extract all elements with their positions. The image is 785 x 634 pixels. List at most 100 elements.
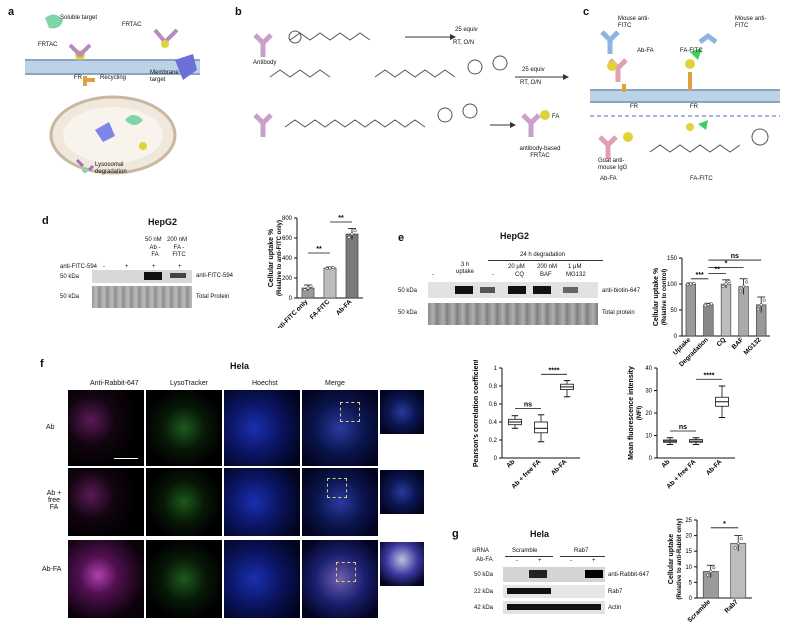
c-mouse-label-2: Mouse anti-FITC [735,16,767,29]
g-chart-ytick-label-3: 15 [685,549,692,555]
d-chart-point-1-1 [328,266,332,270]
f-img-abfa-zoom [380,542,424,586]
a-lyso-label: Lysosomal degradation [95,162,127,175]
g-sign-3: + [592,558,596,564]
e-band2: Total protein [602,310,635,316]
e-chart-point-2-0 [721,284,725,289]
g-scramble: Scramble [512,548,538,554]
d-chart-point-1-0 [325,267,329,271]
e-drug-0: CQ [515,272,524,278]
c-fr-label-2: FR [690,104,698,110]
d-chart-ytick-label-4: 800 [282,216,293,222]
f-chart2-ytick-label-0: 0 [649,456,653,462]
f-zoom-box-2 [336,562,356,582]
f-chart1-ytick-label-3: 0.6 [489,402,498,408]
e-chart-point-4-1 [759,303,763,307]
e-sig-1: ** [714,267,720,274]
g-chart-ytick-label-4: 20 [685,534,692,540]
e-deg-line [488,260,603,261]
panel-f-letter: f [40,358,44,370]
d-chart-point-1-2 [331,265,335,269]
d-chart-ytick-label-3: 600 [282,236,293,242]
g-blot-actin [503,601,605,614]
e-band1: anti-biotin-647 [602,288,641,294]
f-chart1-sig-0: ns [524,402,532,409]
g-band-1: Rab7 [608,589,623,595]
d-sig-0: ** [316,246,322,253]
c-mouse-label-1: Mouse anti-FITC [618,16,650,29]
panel-d-letter: d [42,215,49,227]
a-soluble-label: Soluble target [60,15,98,21]
d-chart-ytick-label-1: 200 [282,276,293,282]
e-chart-xtick-label-4: MG132 [743,336,763,356]
e-uptake-label: 3 h uptake [455,262,474,275]
f-col-2: Hoechst [252,380,278,387]
g-chart-point-1-2 [739,537,743,541]
f-col-0: Anti-Rabbit-647 [90,380,139,387]
f-img-abfa-merge [302,540,378,618]
f-img-abfa-lyso [146,540,222,618]
e-chart-point-0-0 [686,283,690,287]
e-sig-2: * [725,260,728,267]
c-fr-label-1: FR [630,104,638,110]
e-chart-point-1-1 [706,303,710,307]
e-chart-bar-2 [720,283,732,337]
g-chart-ylabel: Cellular uptake [668,534,675,584]
f-img-ab-lyso [146,390,222,466]
e-chart-point-3-1 [742,285,746,289]
d-chart-point-0-2 [309,284,313,288]
f-img-ab-zoom [380,390,424,434]
f-row-2: Ab-FA [42,566,62,573]
g-rab7-line [560,556,605,557]
g-chart-ytick-label-2: 10 [685,565,692,571]
f-scale-bar [114,458,138,459]
e-chart-ytick-label-3: 150 [667,256,678,262]
f-zoom-box-0 [340,402,360,422]
g-chart-ylabel-sub: (Relative to anti-Rabbit only) [677,518,683,599]
d-chart-point-2-2 [353,229,357,233]
e-title: HepG2 [500,231,530,241]
d-col2: FA -FITC [172,245,186,258]
f-row-0: Ab [46,424,55,431]
d-chart-point-0-1 [306,286,310,290]
f-img-free-zoom [380,470,424,514]
g-sign-2: - [570,558,572,564]
d-sign-1: + [125,264,129,270]
b-cond1b: RT, O/N [453,40,475,46]
e-conc-0: 20 μM [508,264,525,270]
f-chart1-sig-1: **** [549,367,560,374]
d-sig-1: ** [338,215,344,222]
g-title: Hela [530,529,550,539]
d-chart-point-2-0 [347,235,351,239]
f-chart1-ytick-label-4: 0.8 [489,384,498,390]
e-chart-point-3-0 [739,289,743,293]
g-chart-ytick-label-5: 25 [685,518,692,524]
d-chart-point-2-1 [350,232,354,236]
e-dash-2: - [492,272,494,278]
f-col-3: Merge [325,380,345,387]
e-chart-xtick-label-2: CQ [716,336,728,348]
f-chart1-box-1 [534,421,548,434]
f-chart1-xtick-label-2: Ab-FA [550,458,569,477]
d-chart-xtick-label-1: FA-FITC [309,298,332,321]
panel-b-scheme [253,30,569,137]
panel-a-illustration [25,14,200,175]
g-chart-xtick-label-1: Rab7 [723,598,739,614]
panel-b-letter: b [235,6,242,18]
f-chart2-sig-1: **** [704,372,715,379]
g-blot-rabbit [503,567,605,582]
f-chart1-ytick-label-0: 0 [494,456,498,462]
f-chart2-ylabel: Mean fluorescence intensity [628,366,635,460]
panel-g-letter: g [452,528,459,540]
d-chart-bar-1 [323,267,337,299]
d-chart-point-0-0 [303,288,307,292]
g-sign-0: - [516,558,518,564]
f-chart2-ytick-label-4: 40 [645,366,652,372]
e-chart-point-0-2 [692,281,696,285]
f-zoom-box-1 [327,478,347,498]
f-img-free-merge [302,468,378,536]
e-chart-ytick-label-2: 100 [667,282,678,288]
